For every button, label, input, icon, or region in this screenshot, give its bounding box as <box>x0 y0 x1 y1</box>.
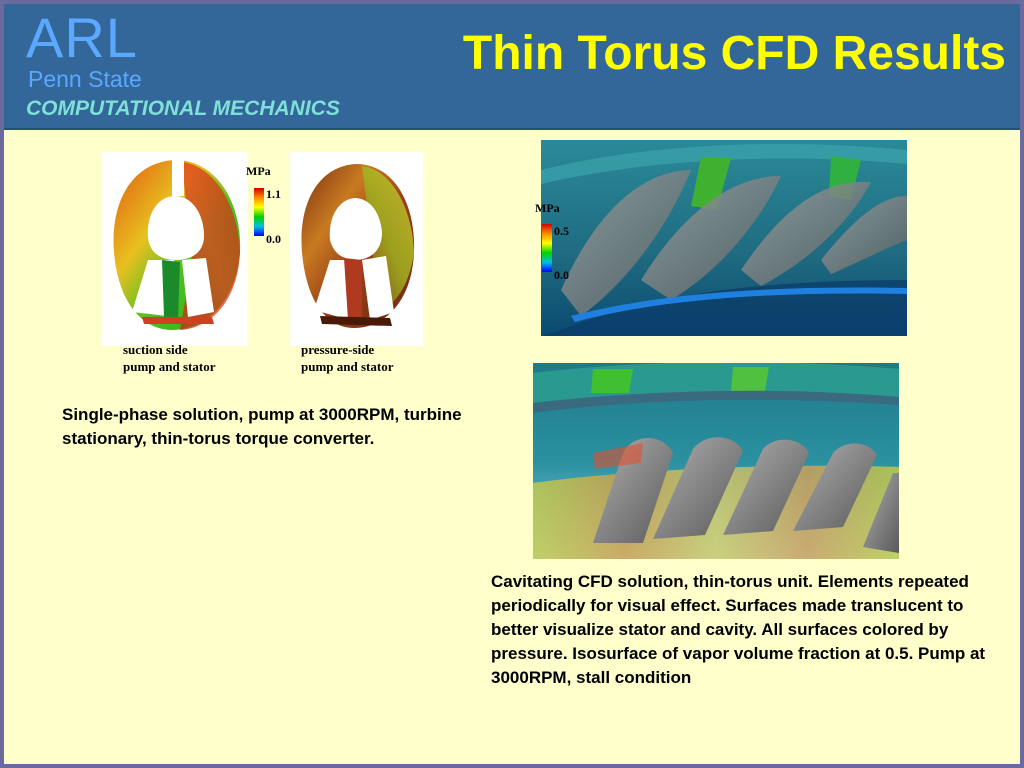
cavitating-description: Cavitating CFD solution, thin-torus unit… <box>491 572 986 687</box>
slide-title: Thin Torus CFD Results <box>462 27 1006 80</box>
pressure-side-render <box>301 164 415 328</box>
right-pressure-scale <box>542 224 552 272</box>
suction-side-caption: suction side pump and stator <box>123 341 215 375</box>
suction-caption-line1: suction side <box>123 342 188 357</box>
institution-name: Penn State <box>28 66 142 92</box>
left-pressure-scale <box>254 188 264 236</box>
right-scale-unit: MPa <box>535 201 560 215</box>
suction-caption-line2: pump and stator <box>123 359 216 374</box>
single-phase-description: Single-phase solution, pump at 3000RPM, … <box>62 405 462 448</box>
suction-side-render <box>113 160 241 330</box>
suction-side-image <box>102 152 248 346</box>
pressure-caption-line2: pump and stator <box>301 359 394 374</box>
left-scale-max: 1.1 <box>266 187 281 201</box>
department-name: COMPUTATIONAL MECHANICS <box>26 97 340 120</box>
pressure-side-caption: pressure-side pump and stator <box>301 341 393 375</box>
pressure-caption-line1: pressure-side <box>301 342 375 357</box>
left-scale-min: 0.0 <box>266 232 281 246</box>
right-scale-min: 0.0 <box>554 268 569 282</box>
left-scale-unit: MPa <box>246 164 271 178</box>
pressure-side-image <box>290 152 423 346</box>
cavitating-render-bottom <box>533 361 899 559</box>
slide: ARL Penn State COMPUTATIONAL MECHANICS T… <box>4 4 1020 764</box>
right-scale-max: 0.5 <box>554 224 569 238</box>
cavitating-render-top-svg <box>541 140 907 336</box>
slide-header: ARL Penn State COMPUTATIONAL MECHANICS T… <box>4 4 1020 130</box>
cavitating-render-bottom-svg <box>533 361 899 559</box>
cavitating-render-top <box>541 140 907 336</box>
arl-logo: ARL <box>26 6 138 69</box>
